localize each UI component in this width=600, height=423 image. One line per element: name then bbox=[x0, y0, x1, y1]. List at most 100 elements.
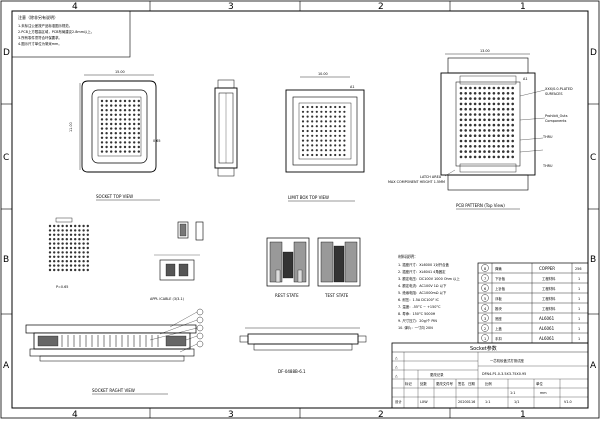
pin-dot bbox=[315, 144, 318, 147]
pcb-prohibit-callout-1: Prohibit_Outs bbox=[545, 114, 568, 118]
pin-dot bbox=[86, 251, 90, 254]
pin-dot bbox=[497, 118, 500, 122]
zone-row-c-left: C bbox=[3, 153, 9, 163]
pin-dot bbox=[459, 145, 463, 148]
pin-dot bbox=[478, 102, 482, 106]
pin-dot bbox=[473, 155, 477, 159]
pin-dot bbox=[469, 107, 472, 111]
pin-dot bbox=[306, 110, 309, 113]
pin-dot bbox=[338, 149, 341, 152]
pin-dot bbox=[65, 268, 69, 272]
pin-dot bbox=[315, 120, 318, 123]
pin-dot bbox=[61, 238, 64, 241]
pin-dot bbox=[311, 139, 314, 142]
pin-dot bbox=[53, 242, 56, 245]
pin-dot bbox=[301, 120, 305, 123]
pin-dot bbox=[324, 115, 328, 118]
pin-dot bbox=[483, 92, 486, 95]
pin-dot bbox=[334, 105, 337, 109]
bom-row-8-material: AL6061 bbox=[539, 336, 555, 341]
bom-row-7-no: 2 bbox=[484, 327, 486, 331]
pin-dot bbox=[478, 150, 482, 153]
pin-dot bbox=[82, 242, 85, 245]
pin-dot bbox=[57, 242, 60, 245]
pin-dot bbox=[497, 102, 500, 106]
rev-triangle-c: △ bbox=[395, 374, 398, 378]
pin-dot bbox=[464, 97, 468, 100]
pin-dot bbox=[473, 113, 477, 116]
pin-dot bbox=[301, 144, 305, 147]
pin-dot bbox=[315, 105, 318, 109]
pin-dot bbox=[119, 132, 122, 135]
pin-dot bbox=[133, 113, 136, 117]
pin-dot bbox=[497, 113, 500, 116]
pin-dot bbox=[483, 129, 486, 132]
pin-dot bbox=[311, 120, 314, 123]
pin-dot bbox=[324, 149, 328, 152]
pin-dot bbox=[492, 97, 496, 100]
pin-dot bbox=[74, 242, 77, 245]
pin-dot bbox=[315, 125, 318, 128]
pin-dot bbox=[48, 264, 52, 267]
pin-dot bbox=[128, 127, 131, 130]
pin-dot bbox=[301, 105, 305, 109]
pin-dot bbox=[110, 136, 113, 139]
pin-dot bbox=[506, 86, 510, 90]
dim-top-height: 11.00 bbox=[69, 122, 73, 132]
part-number-label: DF-0488B-6.1 bbox=[278, 369, 306, 374]
pin-dot bbox=[78, 255, 81, 258]
pin-dot bbox=[338, 105, 341, 109]
pin-dot bbox=[311, 115, 314, 118]
pin-dot bbox=[86, 255, 90, 258]
pin-dot bbox=[128, 104, 131, 107]
pin-dot bbox=[119, 150, 122, 153]
pin-dot bbox=[487, 118, 491, 122]
pin-dot bbox=[57, 251, 60, 254]
pin-dot bbox=[324, 129, 328, 133]
appl-cable-label: APPL ICABLE (3/3-1) bbox=[150, 297, 185, 301]
pin-dot bbox=[464, 123, 468, 127]
pin-dot bbox=[506, 155, 510, 159]
pin-dot bbox=[105, 127, 108, 130]
pin-dot bbox=[105, 145, 108, 149]
pin-dot bbox=[48, 251, 52, 254]
pin-dot bbox=[469, 102, 472, 106]
bom-row-2-material: 工程材料 bbox=[542, 276, 556, 281]
spec-line-4: 4. 额定电流：AC100V 1Ω 以下 bbox=[398, 283, 447, 288]
pin-dot bbox=[502, 150, 505, 153]
pin-dot bbox=[306, 149, 309, 152]
pin-dot bbox=[114, 113, 118, 117]
pin-dot bbox=[487, 129, 491, 132]
pin-dot bbox=[48, 238, 52, 241]
spec-line-9: 9. 尺寸压力：20g/个 PIN bbox=[398, 318, 437, 323]
bom-row-4-qty: 1 bbox=[578, 297, 580, 301]
pin-dot bbox=[53, 246, 56, 250]
pin-dot bbox=[497, 123, 500, 127]
pin-dot bbox=[497, 97, 500, 100]
pin-dot bbox=[100, 109, 104, 112]
pin-dot bbox=[110, 104, 113, 107]
pin-dot bbox=[306, 129, 309, 133]
pin-dot bbox=[133, 145, 136, 149]
pin-dot bbox=[114, 122, 118, 126]
rev-col-5: 日期 bbox=[468, 381, 475, 386]
pin-dot bbox=[506, 107, 510, 111]
pin-dot bbox=[306, 153, 309, 157]
pin-dot bbox=[324, 153, 328, 157]
bom-row-4-name: 浮板 bbox=[495, 296, 502, 301]
pin-dot bbox=[100, 141, 104, 144]
pin-dot bbox=[119, 99, 122, 103]
pin-dot bbox=[105, 118, 108, 121]
zone-row-d-right: D bbox=[590, 48, 597, 58]
pin-dot bbox=[301, 149, 305, 152]
pin-dot bbox=[65, 260, 69, 263]
pin-dot bbox=[100, 136, 104, 139]
pin-dot bbox=[459, 118, 463, 122]
pin-dot bbox=[78, 251, 81, 254]
pcb-latch-area: LATCH AREA bbox=[420, 175, 442, 179]
pin-dot bbox=[487, 134, 491, 137]
spec-line-3: 3. 额定电压：DC100V 1000 Ohm 以上 bbox=[398, 276, 460, 281]
pin-dot bbox=[343, 153, 346, 157]
pin-dot bbox=[338, 120, 341, 123]
